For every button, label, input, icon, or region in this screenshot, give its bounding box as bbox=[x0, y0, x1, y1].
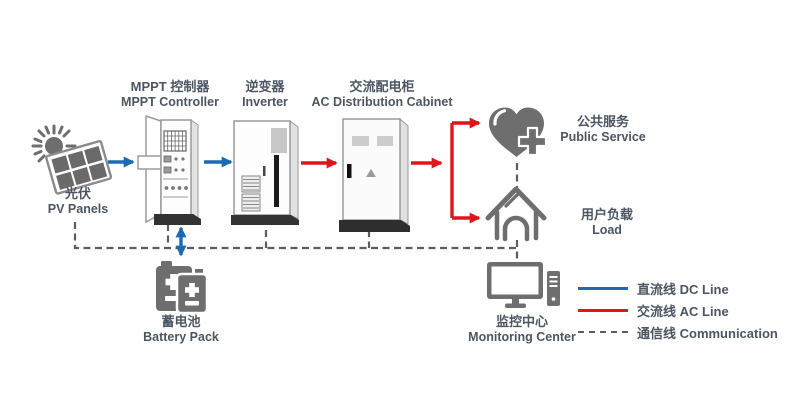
computer-icon bbox=[487, 262, 560, 308]
label-ac-cabinet-zh: 交流配电柜 bbox=[349, 79, 415, 94]
comm-line-bus bbox=[73, 222, 517, 250]
legend: 直流线 DC Line 交流线 AC Line 通信线 Communicatio… bbox=[578, 281, 778, 341]
label-pv-zh: 光伏 bbox=[64, 186, 92, 201]
communication-lines bbox=[73, 163, 519, 259]
label-ac-cabinet: 交流配电柜 AC Distribution Cabinet bbox=[312, 79, 453, 110]
ac-line-swatch bbox=[578, 308, 628, 312]
ac-lines bbox=[301, 117, 481, 224]
label-load: 用户负载 Load bbox=[581, 207, 633, 238]
solar-panel-sun-icon bbox=[31, 124, 113, 195]
label-inverter-zh: 逆变器 bbox=[245, 79, 285, 94]
legend-ac-label: 交流线 AC Line bbox=[637, 303, 729, 319]
label-monitoring-zh: 监控中心 bbox=[495, 314, 549, 329]
label-public-service-en: Public Service bbox=[560, 129, 646, 144]
mppt-cabinet-icon bbox=[137, 114, 201, 225]
label-monitoring: 监控中心 Monitoring Center bbox=[468, 314, 576, 345]
legend-row-dc: 直流线 DC Line bbox=[578, 281, 778, 297]
label-mppt: MPPT 控制器 MPPT Controller bbox=[121, 79, 219, 110]
dc-line-swatch bbox=[578, 286, 628, 290]
dc-lines bbox=[108, 156, 233, 257]
label-mppt-zh: MPPT 控制器 bbox=[130, 79, 210, 94]
legend-row-ac: 交流线 AC Line bbox=[578, 303, 778, 319]
legend-dc-label: 直流线 DC Line bbox=[637, 281, 729, 297]
label-public-service-zh: 公共服务 bbox=[576, 114, 629, 129]
label-mppt-en: MPPT Controller bbox=[121, 94, 219, 109]
label-monitoring-en: Monitoring Center bbox=[468, 329, 576, 344]
battery-icon bbox=[156, 261, 209, 315]
label-battery: 蓄电池 Battery Pack bbox=[143, 314, 219, 345]
communication-line-swatch bbox=[578, 331, 628, 333]
distribution-cabinet-icon bbox=[339, 117, 410, 232]
legend-row-comm: 通信线 Communication bbox=[578, 325, 778, 341]
label-inverter-en: Inverter bbox=[242, 94, 288, 109]
house-icon bbox=[485, 186, 547, 242]
label-load-zh: 用户负载 bbox=[580, 207, 634, 222]
label-pv: 光伏 PV Panels bbox=[48, 186, 108, 217]
legend-comm-label: 通信线 Communication bbox=[637, 325, 778, 341]
inverter-cabinet-icon bbox=[231, 120, 299, 225]
label-inverter: 逆变器 Inverter bbox=[242, 79, 288, 110]
label-public-service: 公共服务 Public Service bbox=[560, 114, 645, 145]
label-battery-en: Battery Pack bbox=[143, 329, 219, 344]
label-battery-zh: 蓄电池 bbox=[161, 314, 201, 329]
label-ac-cabinet-en: AC Distribution Cabinet bbox=[311, 94, 453, 109]
label-pv-en: PV Panels bbox=[47, 201, 109, 216]
label-load-en: Load bbox=[592, 222, 622, 237]
heart-plus-icon bbox=[489, 107, 548, 157]
